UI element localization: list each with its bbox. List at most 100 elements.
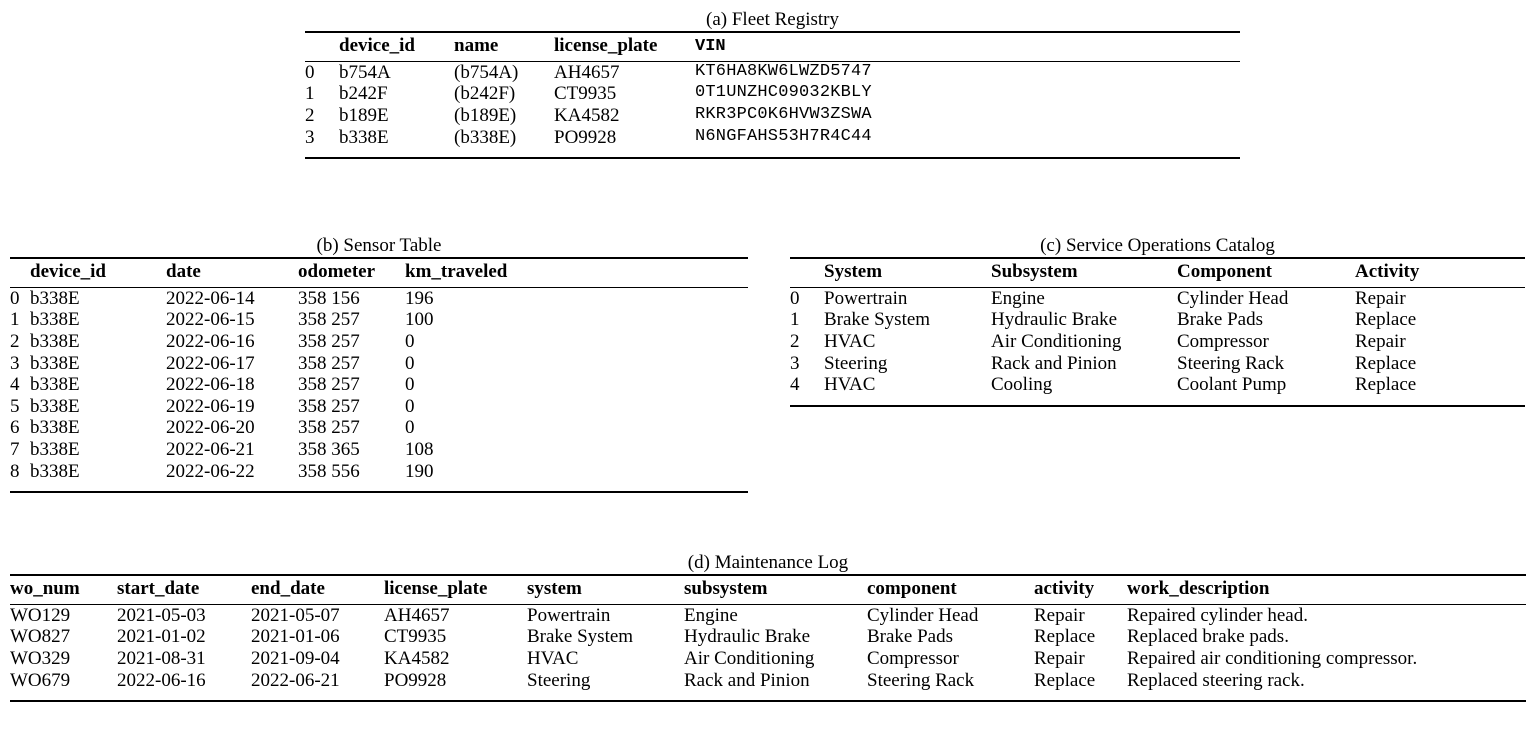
cell-odometer: 358 156 xyxy=(298,287,360,309)
table-panel-service-operations-catalog: (c) Service Operations Catalog System Su… xyxy=(790,235,1525,407)
column-header-index xyxy=(790,257,824,288)
cell-pad xyxy=(535,353,748,375)
sensor-table: device_id date odometer km_traveled 0 b3… xyxy=(10,257,748,494)
cell-subsystem: Rack and Pinion xyxy=(684,669,810,691)
cell-date: 2022-06-20 xyxy=(166,417,255,439)
cell-system: HVAC xyxy=(824,330,876,352)
sensor-table-body: 0 b338E 2022-06-14 358 156 196 1 b338E 2… xyxy=(10,287,748,493)
cell-device-id: b242F xyxy=(339,83,388,105)
column-header-start-date: start_date xyxy=(117,574,251,605)
table-row: 1 b338E 2022-06-15 358 257 100 xyxy=(10,309,748,331)
table-row: 3 b338E (b338E) PO9928 N6NGFAHS53H7R4C44 xyxy=(305,127,1240,149)
table-row: 3 b338E 2022-06-17 358 257 0 xyxy=(10,353,748,375)
cell-subsystem: Air Conditioning xyxy=(684,647,815,669)
cell-km-traveled: 190 xyxy=(405,460,434,482)
cell-device-id: b189E xyxy=(339,104,389,126)
cell-work-description: Repaired cylinder head. xyxy=(1127,604,1308,626)
cell-license-plate: AH4657 xyxy=(554,61,620,83)
cell-license-plate: CT9935 xyxy=(554,83,617,105)
table-row: 4 b338E 2022-06-18 358 257 0 xyxy=(10,374,748,396)
cell-subsystem: Cooling xyxy=(991,374,1053,396)
cell-component: Steering Rack xyxy=(867,669,975,691)
cell-date: 2022-06-18 xyxy=(166,374,255,396)
cell-subsystem: Engine xyxy=(684,604,738,626)
cell-activity: Replace xyxy=(1355,374,1417,396)
table-row: 4 HVAC Cooling Coolant Pump Replace xyxy=(790,374,1525,396)
maintenance-log-body: WO129 2021-05-03 2021-05-07 AH4657 Power… xyxy=(10,604,1526,702)
cell-pad xyxy=(535,417,748,439)
cell-pad xyxy=(535,396,748,418)
caption-sensor-table: (b) Sensor Table xyxy=(316,235,442,256)
cell-device-id: b338E xyxy=(30,330,80,352)
table-header-row: device_id date odometer km_traveled xyxy=(10,257,748,288)
cell-wo-num: WO129 xyxy=(10,604,71,626)
cell-work-description: Repaired air conditioning compressor. xyxy=(1127,647,1418,669)
cell-index: 3 xyxy=(790,352,800,374)
table-bottom-rule xyxy=(10,691,1526,702)
cell-subsystem: Hydraulic Brake xyxy=(991,309,1118,331)
cell-odometer: 358 257 xyxy=(298,417,360,439)
cell-device-id: b338E xyxy=(30,417,80,439)
table-row: 2 HVAC Air Conditioning Compressor Repai… xyxy=(790,331,1525,353)
cell-license-plate: KA4582 xyxy=(384,647,450,669)
cell-activity: Replace xyxy=(1034,626,1096,648)
cell-date: 2022-06-21 xyxy=(166,439,255,461)
table-row: WO329 2021-08-31 2021-09-04 KA4582 HVAC … xyxy=(10,648,1526,670)
cell-component: Brake Pads xyxy=(1177,309,1264,331)
table-row: 1 Brake System Hydraulic Brake Brake Pad… xyxy=(790,309,1525,331)
fleet-registry-body: 0 b754A (b754A) AH4657 KT6HA8KW6LWZD5747… xyxy=(305,61,1240,159)
cell-system: Steering xyxy=(527,669,591,691)
table-header-row: device_id name license_plate VIN xyxy=(305,31,1240,62)
table-row: 8 b338E 2022-06-22 358 556 190 xyxy=(10,461,748,483)
fleet-registry-table: device_id name license_plate VIN 0 b754A… xyxy=(305,31,1240,159)
cell-date: 2022-06-17 xyxy=(166,352,255,374)
cell-device-id: b338E xyxy=(30,439,80,461)
cell-odometer: 358 257 xyxy=(298,374,360,396)
cell-index: 8 xyxy=(10,460,20,482)
cell-start-date: 2021-08-31 xyxy=(117,647,206,669)
cell-wo-num: WO679 xyxy=(10,669,71,691)
caption-maintenance-log: (d) Maintenance Log xyxy=(687,552,849,573)
cell-km-traveled: 0 xyxy=(405,417,415,439)
cell-index: 0 xyxy=(790,287,800,309)
cell-odometer: 358 257 xyxy=(298,352,360,374)
table-row: 1 b242F (b242F) CT9935 0T1UNZHC09032KBLY xyxy=(305,83,1240,105)
cell-device-id: b338E xyxy=(30,352,80,374)
table-panel-maintenance-log: (d) Maintenance Log wo_num start_date en… xyxy=(10,552,1526,702)
cell-km-traveled: 108 xyxy=(405,439,434,461)
table-panel-sensor-table: (b) Sensor Table device_id date odometer… xyxy=(10,235,748,494)
cell-km-traveled: 0 xyxy=(405,374,415,396)
cell-system: Brake System xyxy=(824,309,931,331)
cell-component: Steering Rack xyxy=(1177,352,1285,374)
column-header-device-id: device_id xyxy=(339,31,454,62)
cell-end-date: 2021-09-04 xyxy=(251,647,340,669)
cell-device-id: b338E xyxy=(339,126,389,148)
cell-vin: KT6HA8KW6LWZD5747 xyxy=(695,61,872,81)
table-bottom-rule xyxy=(305,148,1240,159)
cell-device-id: b338E xyxy=(30,460,80,482)
cell-component: Compressor xyxy=(1177,330,1269,352)
cell-index: 4 xyxy=(10,374,20,396)
cell-index: 0 xyxy=(10,287,20,309)
cell-work-description: Replaced steering rack. xyxy=(1127,669,1305,691)
service-operations-catalog-body: 0 Powertrain Engine Cylinder Head Repair… xyxy=(790,287,1525,406)
cell-index: 0 xyxy=(305,61,315,83)
cell-vin: 0T1UNZHC09032KBLY xyxy=(695,83,872,103)
cell-pad xyxy=(535,461,748,483)
cell-device-id: b338E xyxy=(30,287,80,309)
column-header-pad xyxy=(535,257,748,288)
column-header-odometer: odometer xyxy=(298,257,405,288)
cell-odometer: 358 365 xyxy=(298,439,360,461)
column-header-license-plate: license_plate xyxy=(384,574,527,605)
cell-date: 2022-06-19 xyxy=(166,395,255,417)
cell-license-plate: AH4657 xyxy=(384,604,450,626)
cell-subsystem: Engine xyxy=(991,287,1045,309)
cell-work-description: Replaced brake pads. xyxy=(1127,626,1289,648)
table-row: WO827 2021-01-02 2021-01-06 CT9935 Brake… xyxy=(10,626,1526,648)
cell-activity: Replace xyxy=(1355,309,1417,331)
cell-date: 2022-06-15 xyxy=(166,309,255,331)
cell-index: 6 xyxy=(10,417,20,439)
cell-wo-num: WO827 xyxy=(10,626,71,648)
cell-component: Brake Pads xyxy=(867,626,954,648)
table-row: 2 b189E (b189E) KA4582 RKR3PC0K6HVW3ZSWA xyxy=(305,105,1240,127)
